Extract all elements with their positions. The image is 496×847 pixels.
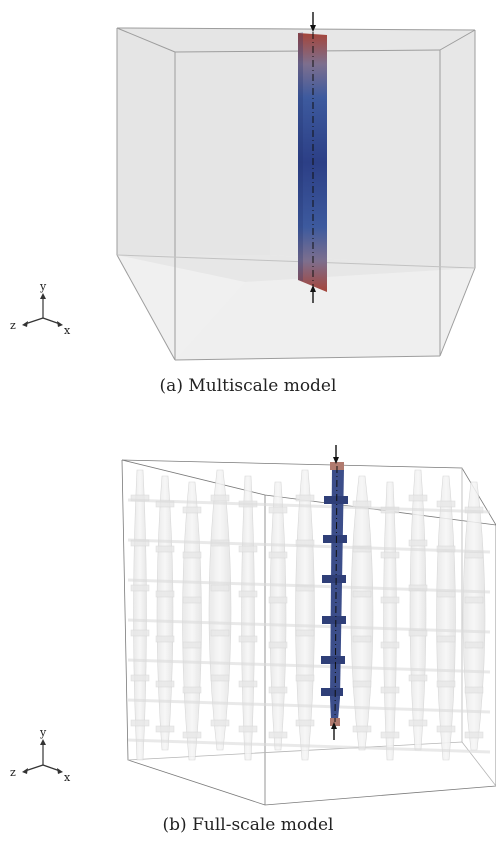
- lattice-node: [268, 731, 288, 739]
- lattice-node: [436, 680, 456, 688]
- caption-multiscale-model: (a) Multiscale model: [159, 376, 337, 396]
- lattice-strut: [133, 469, 147, 761]
- lattice-node: [130, 719, 150, 727]
- lattice-node: [130, 584, 150, 592]
- lattice-node: [436, 500, 456, 508]
- lattice-node: [210, 719, 230, 727]
- caption-full-scale-model: (b) Full-scale model: [162, 815, 334, 835]
- lattice-node: [130, 674, 150, 682]
- lattice-node: [408, 494, 428, 502]
- axis-label-x: x: [64, 324, 71, 337]
- lattice-node: [352, 725, 372, 733]
- rve-box: [116, 27, 476, 361]
- lattice-node: [268, 641, 288, 649]
- lattice-struts: [127, 469, 491, 761]
- lattice-strut: [295, 469, 315, 761]
- lattice-node: [408, 719, 428, 727]
- lattice-node: [155, 635, 175, 643]
- lattice-node: [464, 641, 484, 649]
- lattice-node: [295, 674, 315, 682]
- lattice-node: [268, 506, 288, 514]
- lattice-horizontal-strut: [127, 738, 491, 754]
- lattice-node: [155, 680, 175, 688]
- lattice-strut: [269, 481, 287, 751]
- axis-label-y: y: [39, 726, 47, 739]
- lattice-node: [436, 635, 456, 643]
- axis-label-x: x: [64, 771, 71, 784]
- lattice-horizontal-strut: [127, 538, 491, 554]
- lattice-node: [182, 506, 202, 514]
- lattice-node: [182, 686, 202, 694]
- load-arrow-top: [310, 12, 316, 32]
- lattice-node: [238, 545, 258, 553]
- lattice-node: [380, 641, 400, 649]
- lattice-node: [210, 584, 230, 592]
- lattice-node: [352, 680, 372, 688]
- load-arrow-top: [333, 445, 339, 464]
- lattice-node: [210, 674, 230, 682]
- lattice-node: [182, 596, 202, 604]
- lattice-node: [268, 551, 288, 559]
- lattice-node: [464, 596, 484, 604]
- lattice-node: [155, 590, 175, 598]
- lattice-node: [238, 725, 258, 733]
- axis-label-z: z: [10, 319, 16, 332]
- multiscale-model-figure: y x z: [10, 12, 476, 361]
- lattice-node: [380, 731, 400, 739]
- lattice-node: [408, 674, 428, 682]
- lattice-node: [238, 635, 258, 643]
- lattice-node: [380, 596, 400, 604]
- lattice-node: [408, 539, 428, 547]
- lattice-horizontal-strut: [127, 658, 491, 674]
- lattice-node: [182, 641, 202, 649]
- lattice-horizontal-strut: [127, 498, 491, 514]
- lattice-node: [352, 590, 372, 598]
- panel-full-scale-model: y x z (b) Full-scale model: [0, 430, 496, 847]
- lattice-horizontal-strut: [127, 618, 491, 634]
- lattice-horizontal-strut: [127, 578, 491, 594]
- lattice-node: [268, 596, 288, 604]
- lattice-box: [121, 459, 496, 806]
- coordinate-axes-triad: y x z: [10, 280, 71, 337]
- lattice-node: [295, 719, 315, 727]
- lattice-node: [238, 590, 258, 598]
- lattice-strut: [241, 475, 255, 761]
- lattice-node: [436, 725, 456, 733]
- lattice-node: [464, 731, 484, 739]
- lattice-strut: [462, 481, 486, 751]
- lattice-node: [182, 551, 202, 559]
- full-scale-model-figure: y x z: [10, 445, 496, 806]
- lattice-node: [130, 629, 150, 637]
- lattice-strut: [208, 469, 232, 751]
- lattice-node: [295, 494, 315, 502]
- lattice-node: [268, 686, 288, 694]
- lattice-strut: [383, 481, 397, 761]
- panel-multiscale-model: y x z (a) Multiscale model: [0, 0, 496, 415]
- lattice-node: [210, 629, 230, 637]
- lattice-strut: [436, 475, 456, 761]
- lattice-node: [464, 686, 484, 694]
- lattice-node: [182, 731, 202, 739]
- highlighted-strut: [321, 462, 348, 726]
- beam-element: [298, 32, 327, 292]
- lattice-node: [295, 629, 315, 637]
- lattice-node: [155, 725, 175, 733]
- load-arrow-bottom: [331, 722, 337, 740]
- lattice-node: [380, 551, 400, 559]
- lattice-node: [352, 635, 372, 643]
- axis-label-y: y: [39, 280, 47, 293]
- lattice-node: [380, 686, 400, 694]
- load-arrow-bottom: [310, 285, 316, 303]
- coordinate-axes-triad: y x z: [10, 726, 71, 784]
- lattice-node: [155, 545, 175, 553]
- lattice-horizontal-strut: [127, 698, 491, 714]
- lattice-node: [210, 494, 230, 502]
- lattice-strut: [156, 475, 174, 751]
- axis-label-z: z: [10, 766, 16, 779]
- lattice-node: [238, 680, 258, 688]
